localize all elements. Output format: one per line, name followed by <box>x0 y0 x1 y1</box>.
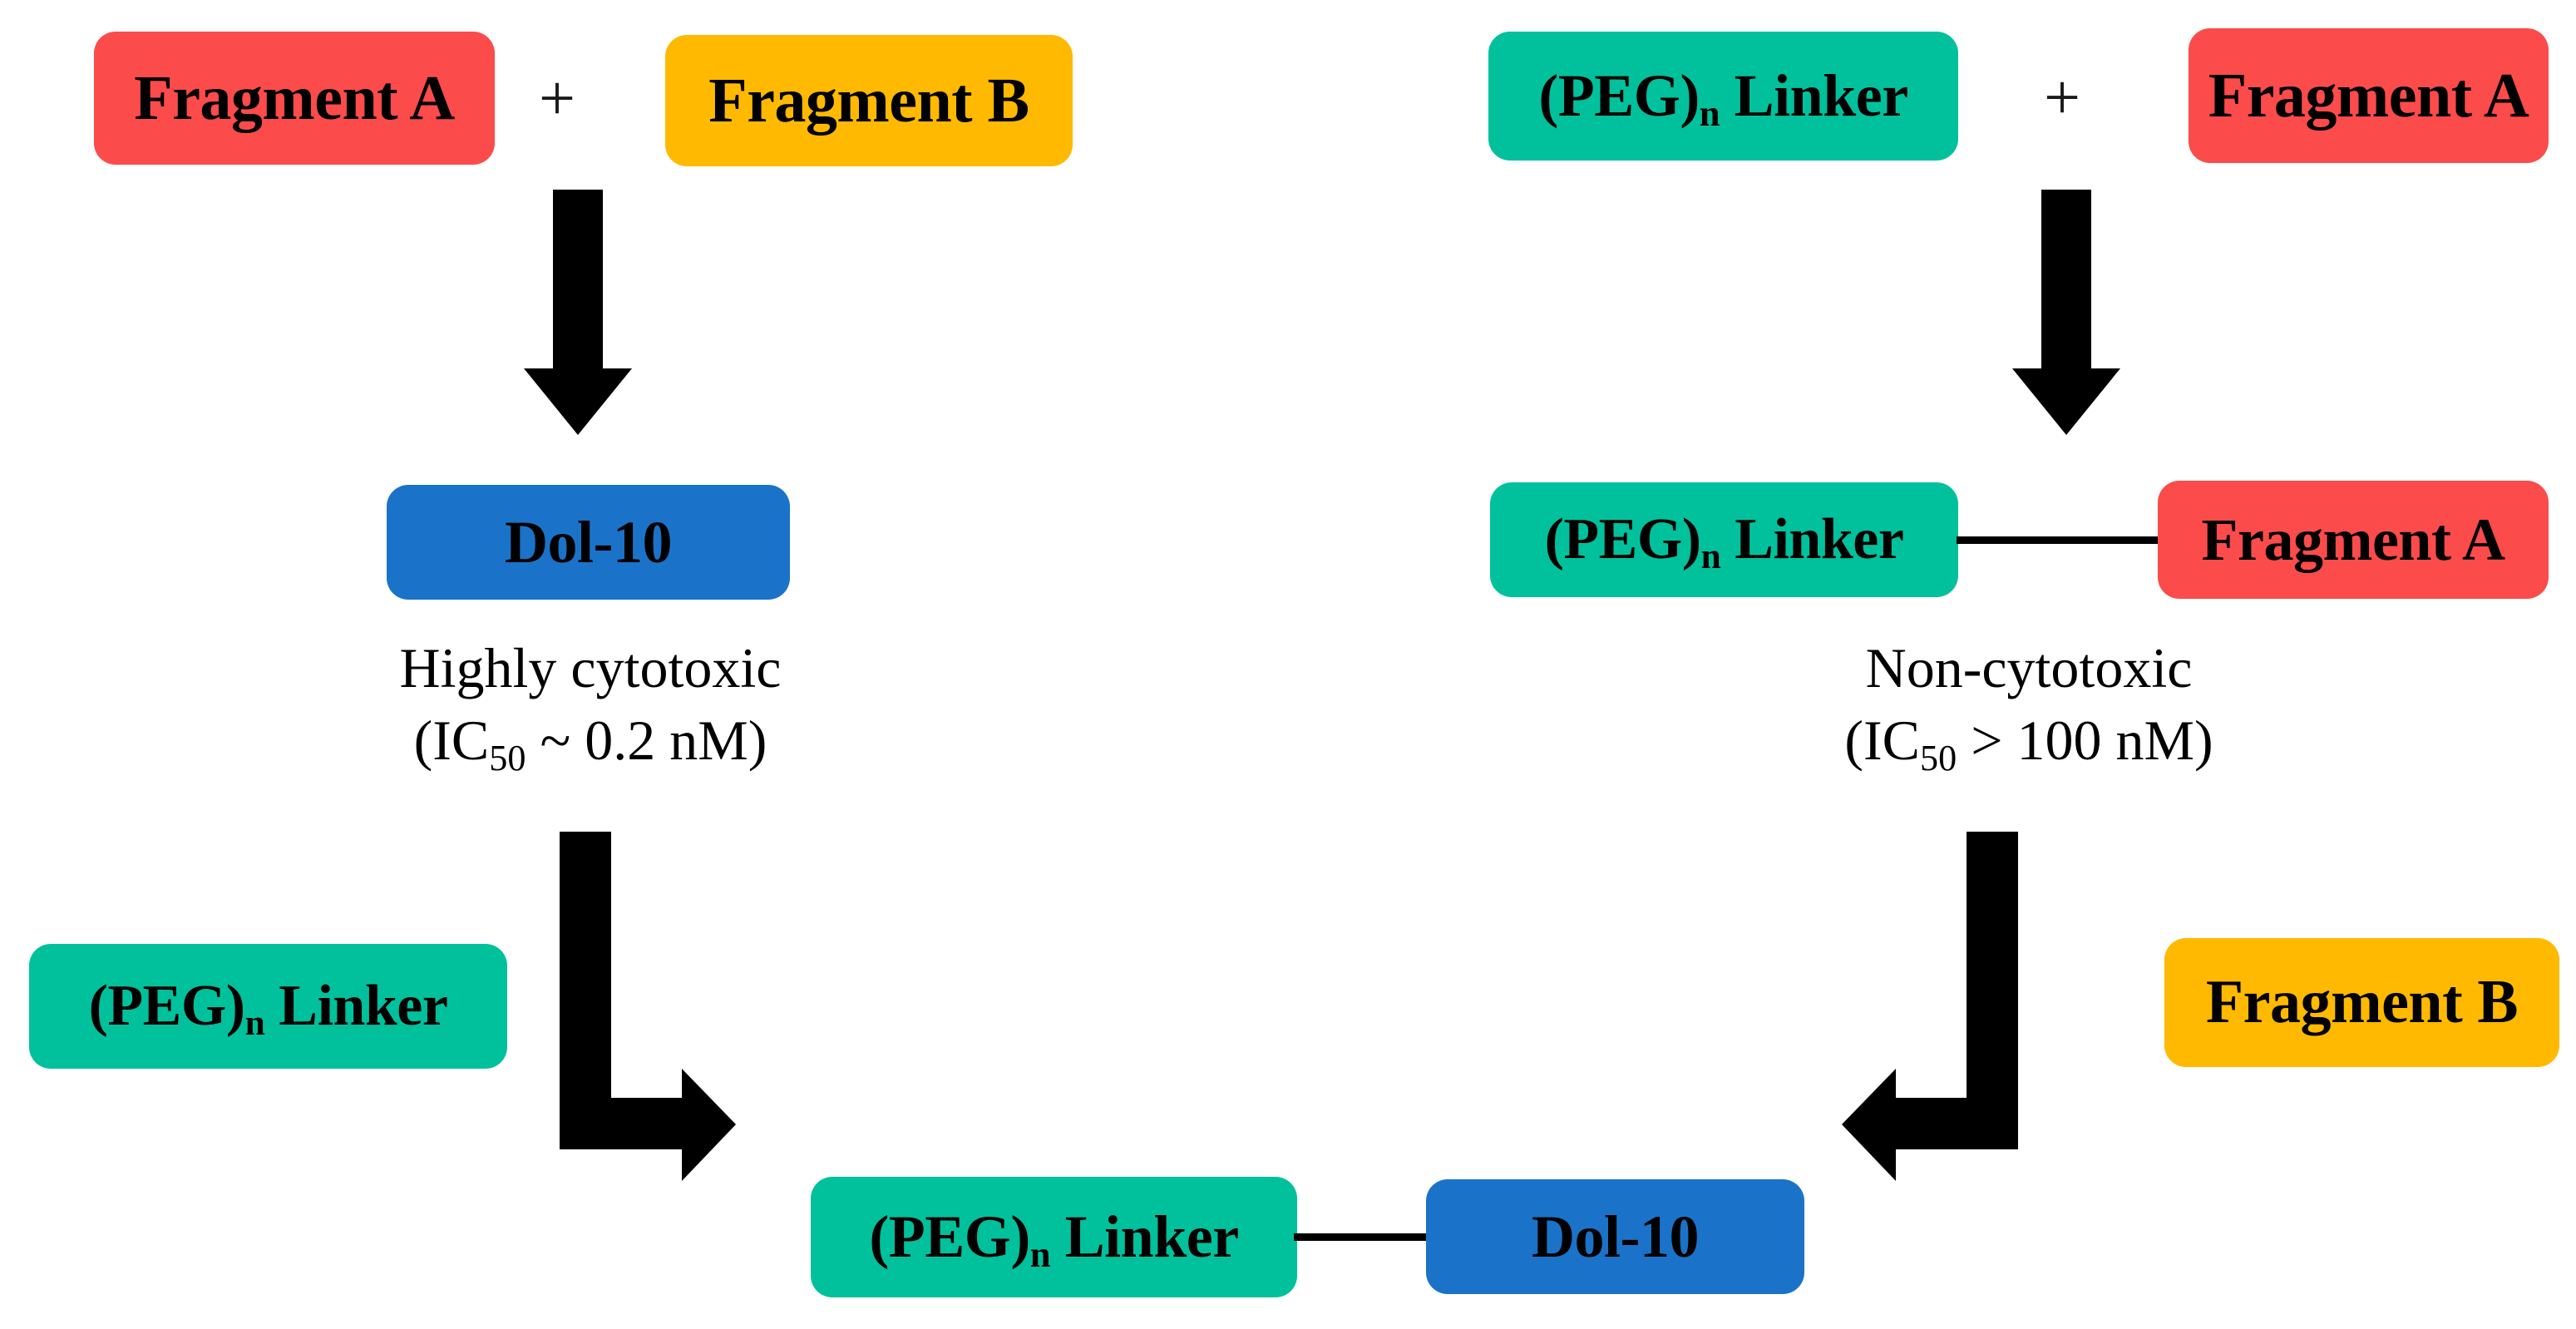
bond-peg-to-dol-10 <box>1294 1233 1431 1241</box>
node-label: Fragment B <box>708 65 1029 136</box>
elbow-arrow-right-branch <box>1842 832 2018 1181</box>
plus-symbol: + <box>539 62 575 134</box>
node-peg-linker-final: (PEG)n Linker <box>811 1177 1297 1297</box>
node-label-tail: Linker <box>1720 507 1904 571</box>
node-fragment-a-middle-right: Fragment A <box>2158 481 2549 599</box>
plus-operator-right: + <box>2029 32 2095 163</box>
node-peg-linker-middle-right: (PEG)n Linker <box>1490 482 1958 597</box>
down-arrow-right <box>2012 190 2120 435</box>
node-peg-linker-bottom-left-reagent: (PEG)n Linker <box>29 944 507 1069</box>
node-label-main: (PEG) <box>869 1203 1030 1270</box>
node-label: (PEG)n Linker <box>88 973 448 1043</box>
caption-ic50-value: ~ 0.2 nM) <box>526 709 767 773</box>
node-label: Fragment B <box>2205 968 2519 1036</box>
node-label-tail: Linker <box>1050 1203 1240 1270</box>
caption-ic50-prefix: (IC <box>1844 709 1920 773</box>
caption-right-branch: Non-cytotoxic (IC50 > 100 nM) <box>1613 632 2445 779</box>
node-label: Fragment A <box>2201 506 2505 573</box>
node-label: Fragment A <box>134 62 455 133</box>
down-arrow-left <box>524 190 632 435</box>
node-label: (PEG)n Linker <box>1544 506 1904 576</box>
node-label: (PEG)n Linker <box>869 1203 1240 1276</box>
elbow-arrow-left-icon <box>1842 832 2018 1181</box>
caption-left-branch: Highly cytotoxic (IC50 ~ 0.2 nM) <box>274 632 906 779</box>
node-label-tail: Linker <box>264 974 448 1038</box>
node-label-subscript: n <box>1699 92 1720 135</box>
node-label: Fragment A <box>2208 60 2529 131</box>
down-arrow-icon <box>524 190 632 435</box>
node-fragment-a-top-right: Fragment A <box>2189 28 2549 163</box>
node-label-subscript: n <box>244 1002 265 1043</box>
plus-symbol: + <box>2044 61 2080 133</box>
node-label-main: (PEG) <box>1538 62 1700 129</box>
caption-line-1: Non-cytotoxic <box>1865 636 2193 699</box>
caption-line-1: Highly cytotoxic <box>399 636 782 699</box>
node-dol-10-middle: Dol-10 <box>387 485 790 600</box>
node-label-main: (PEG) <box>88 974 246 1038</box>
node-label-subscript: n <box>1029 1233 1051 1276</box>
node-label-tail: Linker <box>1720 62 1909 129</box>
node-label-subscript: n <box>1700 536 1721 576</box>
caption-line-2: (IC50 > 100 nM) <box>1613 704 2445 779</box>
caption-ic50-subscript: 50 <box>1920 738 1957 779</box>
caption-ic50-subscript: 50 <box>489 738 526 779</box>
elbow-arrow-right-icon <box>560 832 736 1181</box>
down-arrow-icon <box>2012 190 2120 435</box>
caption-ic50-prefix: (IC <box>413 709 490 773</box>
node-label: Dol-10 <box>505 508 672 576</box>
node-dol-10-final: Dol-10 <box>1426 1179 1804 1294</box>
node-label: (PEG)n Linker <box>1538 62 1909 135</box>
node-fragment-b-top-left: Fragment B <box>665 35 1073 166</box>
caption-line-2: (IC50 ~ 0.2 nM) <box>274 704 906 779</box>
node-fragment-b-bottom-right-reagent: Fragment B <box>2164 938 2559 1067</box>
bond-peg-to-fragment-a <box>1957 536 2160 544</box>
node-peg-linker-top-right: (PEG)n Linker <box>1488 32 1958 161</box>
caption-ic50-value: > 100 nM) <box>1957 709 2213 773</box>
elbow-arrow-left-branch <box>560 832 736 1181</box>
node-label: Dol-10 <box>1532 1203 1699 1270</box>
node-fragment-a-top-left: Fragment A <box>94 32 495 165</box>
plus-operator-left: + <box>524 32 590 165</box>
node-label-main: (PEG) <box>1544 507 1702 571</box>
